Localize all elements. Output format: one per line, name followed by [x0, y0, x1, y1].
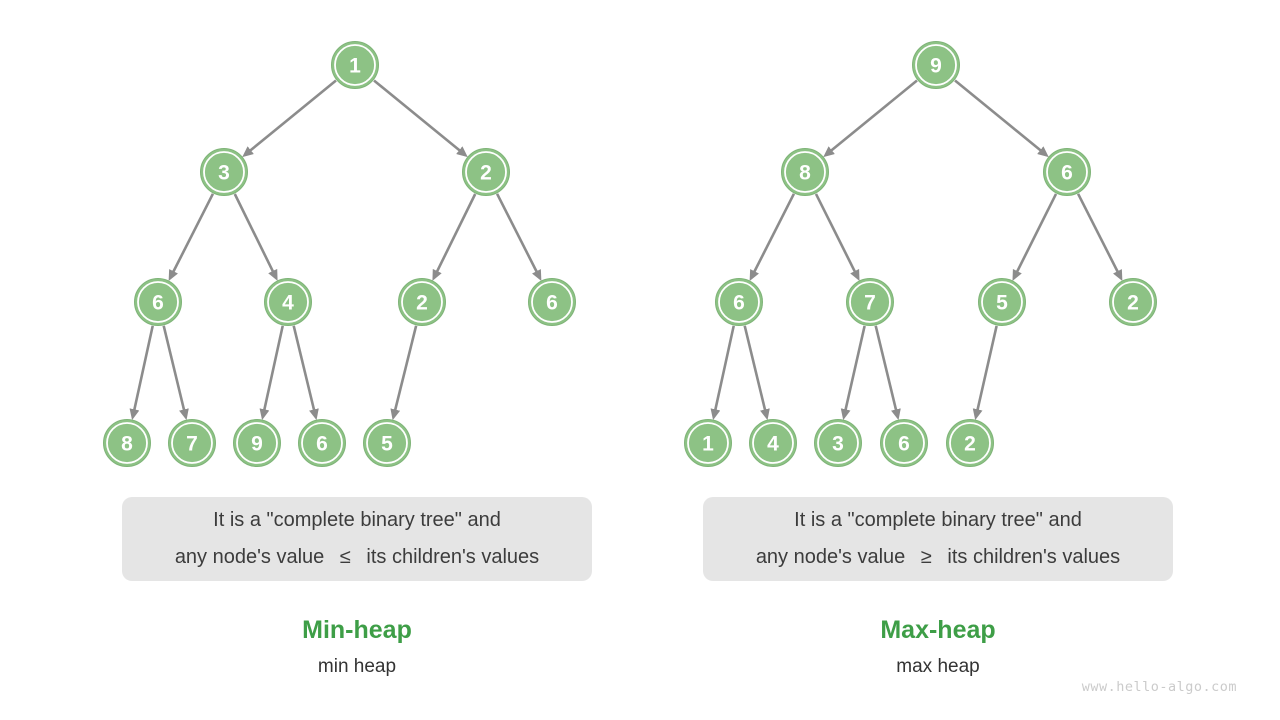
- max-heap-tree: 9 8 6 6 7 5 2 1 4 3 6 2: [684, 41, 1157, 467]
- tree-node-value: 9: [251, 433, 263, 456]
- max-heap-title: Max-heap: [880, 616, 996, 644]
- tree-node: 5: [363, 419, 411, 467]
- tree-edge: [972, 325, 998, 421]
- tree-edge: [292, 325, 319, 421]
- tree-node-value: 6: [316, 433, 328, 456]
- tree-node: 8: [103, 419, 151, 467]
- tree-edge: [432, 193, 477, 281]
- tree-node-value: 2: [1127, 292, 1139, 315]
- tree-edge: [710, 325, 735, 421]
- tree-node-value: 1: [349, 55, 361, 78]
- tree-node-value: 8: [799, 162, 811, 185]
- tree-edge: [242, 79, 337, 158]
- watermark: www.hello-algo.com: [1081, 679, 1237, 695]
- max-heap-caption-box: It is a "complete binary tree" and any n…: [703, 497, 1173, 581]
- tree-node: 6: [1043, 148, 1091, 196]
- tree-node: 6: [528, 278, 576, 326]
- tree-node-value: 4: [282, 292, 294, 315]
- max-heap-subtitle: max heap: [896, 656, 980, 677]
- min-heap-caption-box: It is a "complete binary tree" and any n…: [122, 497, 592, 581]
- tree-node: 4: [264, 278, 312, 326]
- tree-node: 2: [462, 148, 510, 196]
- tree-node: 3: [200, 148, 248, 196]
- tree-node-value: 7: [186, 433, 198, 456]
- tree-node: 7: [168, 419, 216, 467]
- tree-node: 4: [749, 419, 797, 467]
- tree-node: 3: [814, 419, 862, 467]
- tree-edge: [1076, 193, 1123, 282]
- tree-node: 1: [684, 419, 732, 467]
- tree-node-value: 5: [996, 292, 1008, 315]
- tree-node-value: 1: [702, 433, 714, 456]
- tree-node-value: 2: [416, 292, 428, 315]
- tree-edge: [495, 193, 542, 282]
- tree-node: 6: [715, 278, 763, 326]
- min-heap-subtitle: min heap: [317, 656, 397, 677]
- tree-edge: [743, 325, 770, 421]
- tree-edge: [814, 193, 860, 281]
- tree-edge: [373, 79, 468, 158]
- tree-node: 2: [946, 419, 994, 467]
- tree-node-value: 2: [480, 162, 492, 185]
- tree-edge: [168, 193, 215, 282]
- tree-node-value: 6: [898, 433, 910, 456]
- tree-edge: [259, 325, 284, 421]
- tree-node: 8: [781, 148, 829, 196]
- tree-edge: [162, 325, 189, 421]
- tree-edge: [874, 325, 901, 421]
- tree-node-value: 9: [930, 55, 942, 78]
- tree-node-value: 6: [733, 292, 745, 315]
- max-heap-caption-line1: It is a "complete binary tree" and: [794, 509, 1082, 531]
- tree-edge: [840, 325, 866, 421]
- tree-node: 6: [298, 419, 346, 467]
- tree-node: 1: [331, 41, 379, 89]
- min-heap-caption-line2: any node's value ≤ its children's values: [174, 546, 540, 568]
- tree-edge: [954, 79, 1049, 158]
- tree-node: 5: [978, 278, 1026, 326]
- tree-node-value: 6: [1061, 162, 1073, 185]
- min-heap-title: Min-heap: [302, 616, 412, 644]
- tree-node: 9: [233, 419, 281, 467]
- tree-node-value: 7: [864, 292, 876, 315]
- tree-edge: [749, 193, 796, 282]
- tree-edge: [1012, 193, 1058, 281]
- tree-node: 9: [912, 41, 960, 89]
- tree-edge: [390, 325, 418, 421]
- tree-edge: [233, 193, 278, 281]
- min-heap-caption-line1: It is a "complete binary tree" and: [213, 509, 501, 531]
- tree-node: 6: [880, 419, 928, 467]
- tree-node-value: 3: [832, 433, 844, 456]
- tree-edge: [823, 79, 918, 158]
- tree-node-value: 4: [767, 433, 779, 456]
- tree-node-value: 6: [152, 292, 164, 315]
- tree-node-value: 3: [218, 162, 230, 185]
- tree-node: 6: [134, 278, 182, 326]
- tree-node: 7: [846, 278, 894, 326]
- tree-node-value: 8: [121, 433, 133, 456]
- tree-node-value: 5: [381, 433, 393, 456]
- max-heap-caption-line2: any node's value ≥ its children's values: [755, 546, 1121, 568]
- tree-node-value: 6: [546, 292, 558, 315]
- tree-node: 2: [398, 278, 446, 326]
- tree-edge: [129, 325, 154, 421]
- tree-node-value: 2: [964, 433, 976, 456]
- tree-node: 2: [1109, 278, 1157, 326]
- min-heap-tree: 1 3 2 6 4 2 6 8 7 9 6 5: [103, 41, 576, 467]
